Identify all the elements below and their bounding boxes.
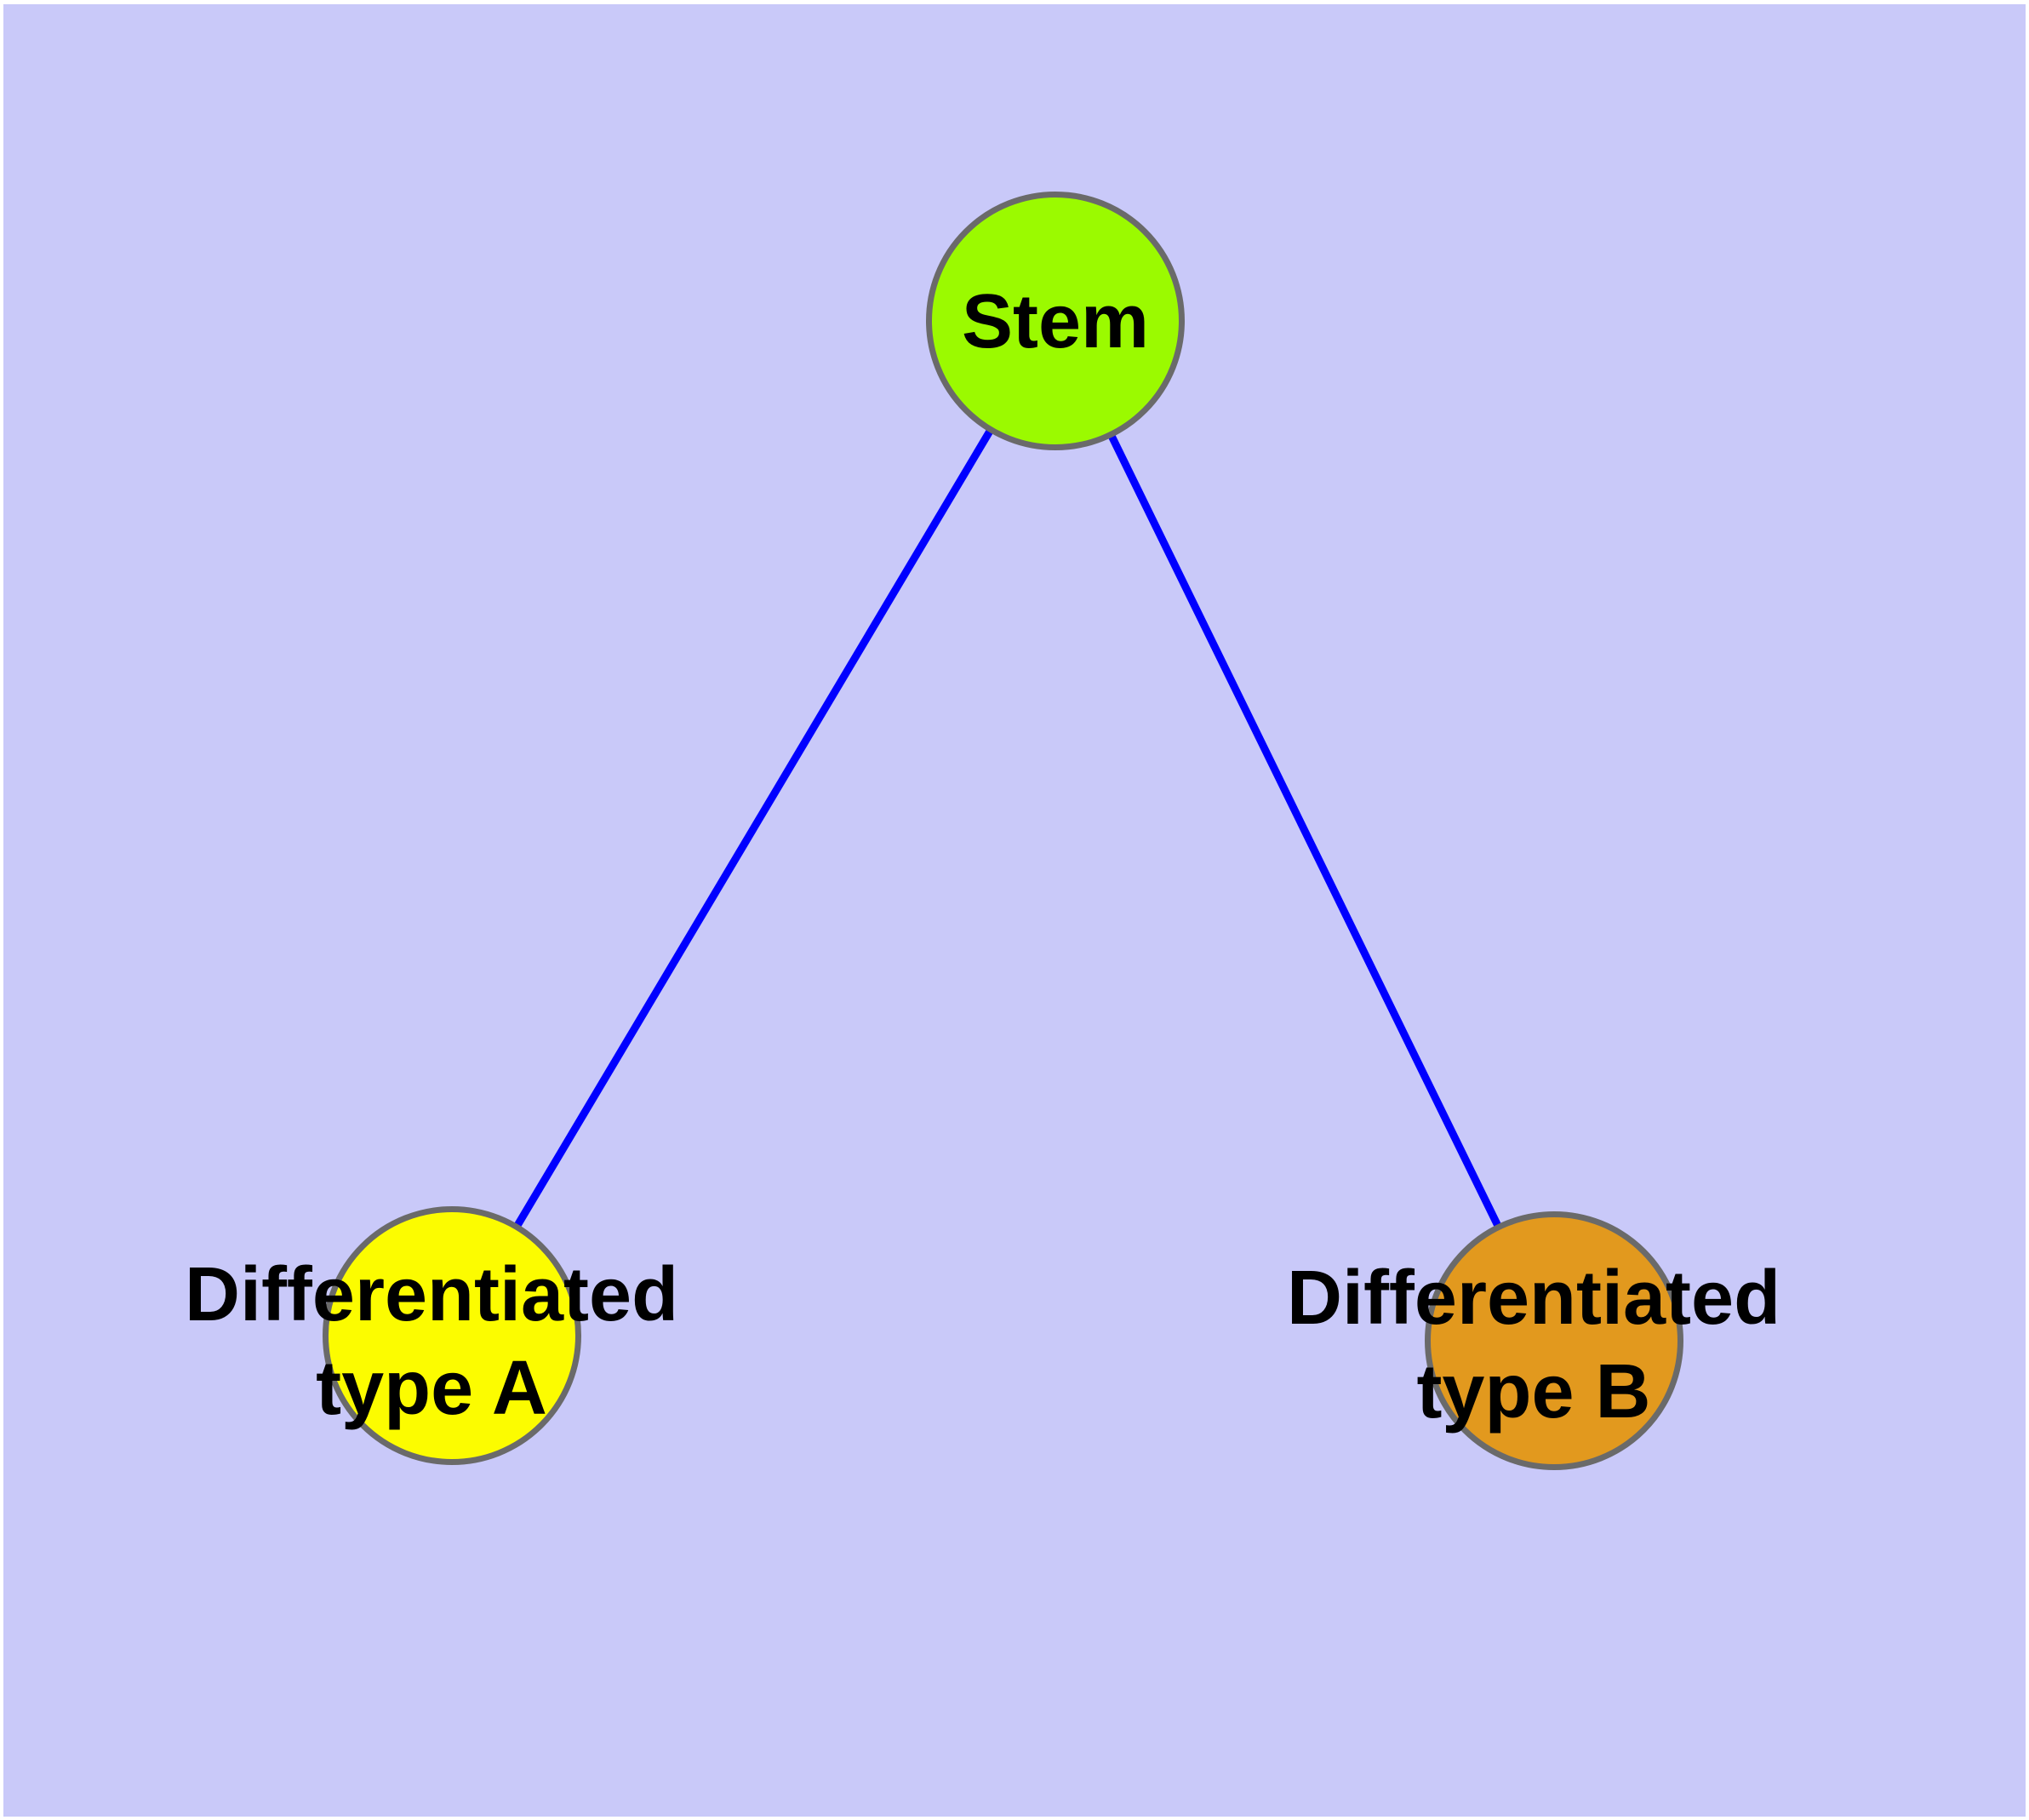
diagram-canvas: Stem Differentiated type A Differentiate… [3,4,2026,1817]
node-type-a-label-line1: Differentiated [184,1252,679,1338]
node-stem [926,192,1185,450]
edge-stem-to-type-b [1051,319,1558,1342]
node-type-a-label-line2: type A [316,1346,547,1431]
node-differentiated-type-b-label: Differentiated type B [1287,1252,1780,1439]
edge-layer [449,318,1558,1342]
node-stem-label-text: Stem [961,279,1150,365]
node-differentiated-type-a-label: Differentiated type A [185,1249,678,1436]
node-stem-label: Stem [962,276,1149,369]
node-differentiated-type-a [323,1206,581,1465]
edge-stem-to-type-a [449,318,1059,1338]
node-type-b-label-line2: type B [1416,1349,1651,1434]
node-differentiated-type-b [1425,1211,1683,1470]
node-type-b-label-line1: Differentiated [1286,1256,1781,1342]
